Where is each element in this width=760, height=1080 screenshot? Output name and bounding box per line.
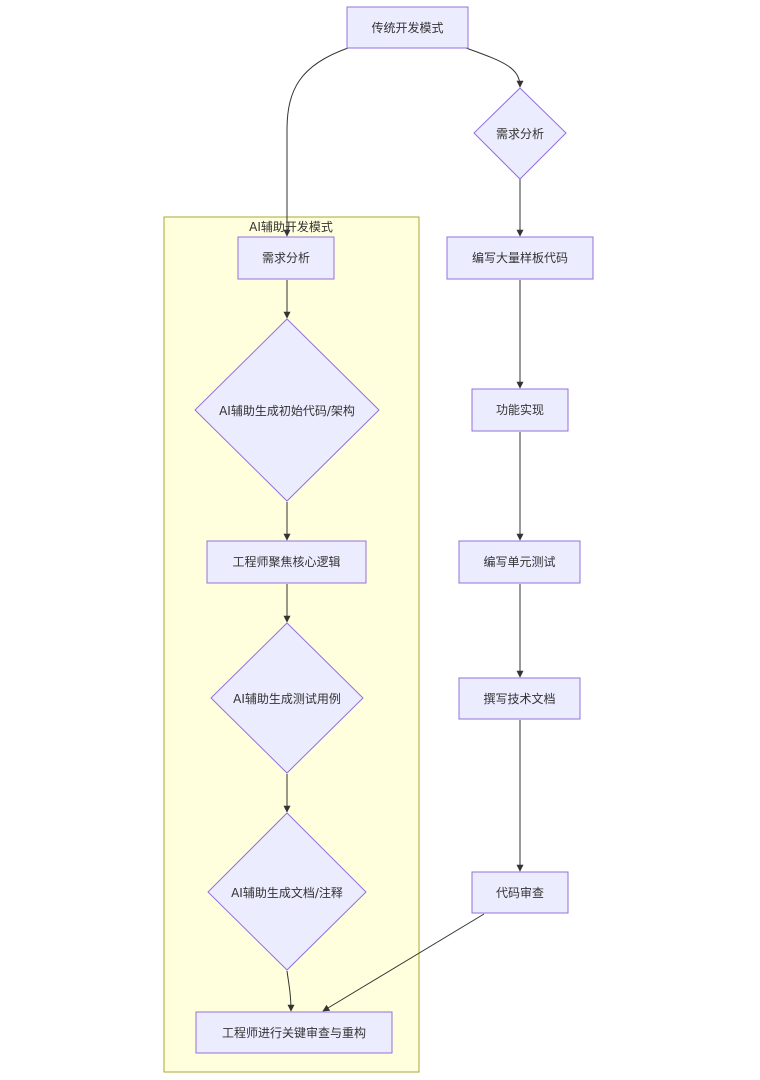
node-ai-core-logic: 工程师聚焦核心逻辑 <box>206 540 367 584</box>
node-t-requirements-shape <box>473 87 567 180</box>
node-ai-review-refactor-box <box>195 1011 393 1054</box>
node-t-requirements-label: 需求分析 <box>496 127 544 141</box>
node-ai-gen-code-shape <box>194 318 380 502</box>
node-t-code-review-label: 代码审查 <box>496 885 544 900</box>
node-t-unit-tests-label: 编写单元测试 <box>483 554 555 569</box>
node-t-tech-docs-box <box>458 677 581 720</box>
node-t-requirements: 需求分析 <box>473 87 567 180</box>
edges <box>283 47 524 1012</box>
edge-code-review-to-review-refactor <box>322 913 485 1012</box>
node-ai-gen-tests-label: AI辅助生成测试用例 <box>233 691 341 706</box>
node-ai-core-logic-box <box>206 540 367 584</box>
node-ai-gen-tests: AI辅助生成测试用例 <box>210 622 364 774</box>
node-ai-requirements-box <box>237 236 335 280</box>
node-ai-gen-docs: AI辅助生成文档/注释 <box>207 812 367 971</box>
edge-traditional-to-ai-requirements <box>283 47 349 237</box>
node-traditional-root: 传统开发模式 <box>346 6 469 49</box>
node-t-tech-docs-label: 撰写技术文档 <box>483 691 555 706</box>
node-ai-gen-docs-shape <box>207 812 367 971</box>
cluster-ai-mode-label: AI辅助开发模式 <box>249 219 333 234</box>
node-ai-requirements: 需求分析 <box>237 236 335 280</box>
node-ai-core-logic-label: 工程师聚焦核心逻辑 <box>232 554 340 569</box>
node-t-unit-tests-box <box>458 540 581 584</box>
node-ai-gen-code-label: AI辅助生成初始代码/架构 <box>219 403 355 418</box>
node-ai-gen-docs-label: AI辅助生成文档/注释 <box>231 885 343 900</box>
node-t-code-review: 代码审查 <box>471 871 569 914</box>
node-t-boilerplate: 编写大量样板代码 <box>446 236 594 280</box>
node-t-tech-docs: 撰写技术文档 <box>458 677 581 720</box>
node-t-boilerplate-box <box>446 236 594 280</box>
node-t-unit-tests: 编写单元测试 <box>458 540 581 584</box>
node-traditional-root-box <box>346 6 469 49</box>
node-traditional-root-label: 传统开发模式 <box>371 20 443 35</box>
node-ai-requirements-label: 需求分析 <box>262 251 310 265</box>
node-ai-review-refactor: 工程师进行关键审查与重构 <box>195 1011 393 1054</box>
edge-gen-docs-to-review-refactor <box>286 970 295 1012</box>
node-t-boilerplate-label: 编写大量样板代码 <box>472 250 568 265</box>
node-ai-gen-code: AI辅助生成初始代码/架构 <box>194 318 380 502</box>
node-t-implementation-label: 功能实现 <box>496 402 544 417</box>
edge-traditional-to-t-requirements <box>465 47 524 88</box>
node-t-implementation: 功能实现 <box>471 388 569 432</box>
node-ai-review-refactor-label: 工程师进行关键审查与重构 <box>222 1025 366 1040</box>
node-ai-gen-tests-shape <box>210 622 364 774</box>
node-t-implementation-box <box>471 388 569 432</box>
node-t-code-review-box <box>471 871 569 914</box>
